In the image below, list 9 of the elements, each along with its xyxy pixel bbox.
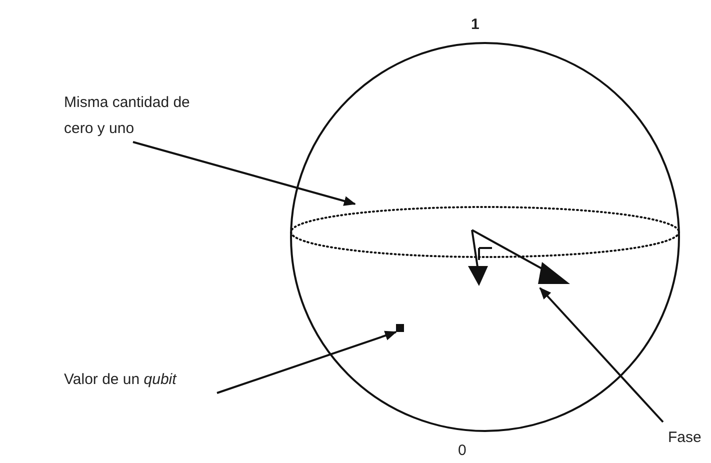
state-label: 0 xyxy=(458,441,466,461)
callout-text: Fase xyxy=(668,425,711,451)
leader-arrow xyxy=(539,287,664,423)
callout-text: Valor de un qubit xyxy=(64,367,254,393)
callout-text: Misma cantidad de cero y uno xyxy=(64,90,194,142)
leader-arrow xyxy=(132,141,356,206)
point-marker xyxy=(396,324,404,332)
state-label: 1 xyxy=(471,15,480,35)
leader-arrow xyxy=(216,330,397,394)
